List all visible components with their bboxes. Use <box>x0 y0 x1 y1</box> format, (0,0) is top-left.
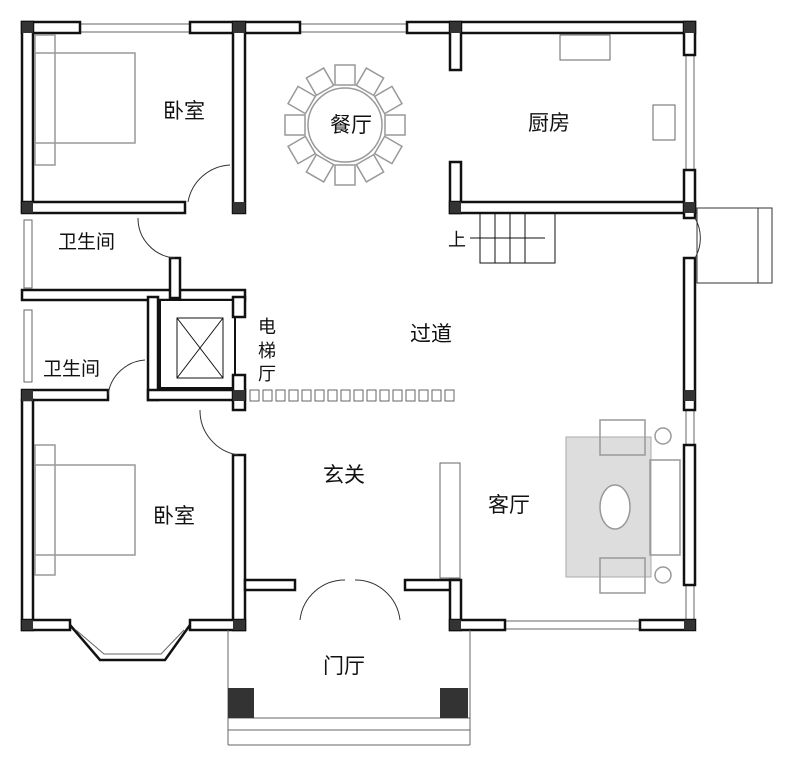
tv-cabinet <box>439 462 461 579</box>
label-bathroom-top: 卫生间 <box>58 231 115 253</box>
floor-tile <box>301 389 312 402</box>
chair <box>284 114 306 136</box>
label-kitchen: 厨房 <box>528 111 570 135</box>
porch <box>227 630 471 746</box>
sofa-set <box>565 419 681 594</box>
chair <box>355 67 385 97</box>
bed-bottom <box>34 444 136 576</box>
chair <box>334 64 356 86</box>
label-bathroom-bottom: 卫生间 <box>43 358 100 380</box>
floor-tile <box>249 389 260 402</box>
floor-tile <box>275 389 286 402</box>
floor-tile <box>262 389 273 402</box>
bed-top <box>34 34 136 166</box>
stairs <box>470 212 556 264</box>
floor-tile <box>405 389 416 402</box>
doors <box>107 164 773 621</box>
elevator <box>176 317 224 379</box>
label-dining: 餐厅 <box>330 113 372 137</box>
floor-tile <box>392 389 403 402</box>
chair <box>305 67 335 97</box>
floor-tile <box>379 389 390 402</box>
chair <box>287 135 317 165</box>
label-living: 客厅 <box>488 493 530 517</box>
label-stairs-up: 上 <box>448 230 466 251</box>
chair <box>305 153 335 183</box>
label-bedroom-bottom: 卧室 <box>153 504 195 528</box>
chair <box>373 85 403 115</box>
label-corridor: 过道 <box>410 322 452 346</box>
kitchen-counter <box>559 34 676 141</box>
floor-tile <box>366 389 377 402</box>
floor-tile <box>353 389 364 402</box>
floor-tile <box>418 389 429 402</box>
label-entrance-hall: 门厅 <box>323 654 365 678</box>
chair <box>384 114 406 136</box>
floor-tile <box>340 389 351 402</box>
chair <box>334 164 356 186</box>
floor-tile <box>327 389 338 402</box>
label-foyer: 玄关 <box>323 463 365 487</box>
chair <box>287 85 317 115</box>
label-elevator-hall-3: 厅 <box>258 364 276 385</box>
floor-tile <box>288 389 299 402</box>
floor-tile <box>444 389 455 402</box>
label-elevator-hall-2: 梯 <box>258 341 276 362</box>
floor-tiles <box>249 389 455 402</box>
chair <box>373 135 403 165</box>
label-elevator-hall-1: 电 <box>258 317 276 338</box>
floor-tile <box>314 389 325 402</box>
dining-table <box>284 64 406 186</box>
floor-tile <box>431 389 442 402</box>
chair <box>355 153 385 183</box>
label-bedroom-top: 卧室 <box>163 99 205 123</box>
